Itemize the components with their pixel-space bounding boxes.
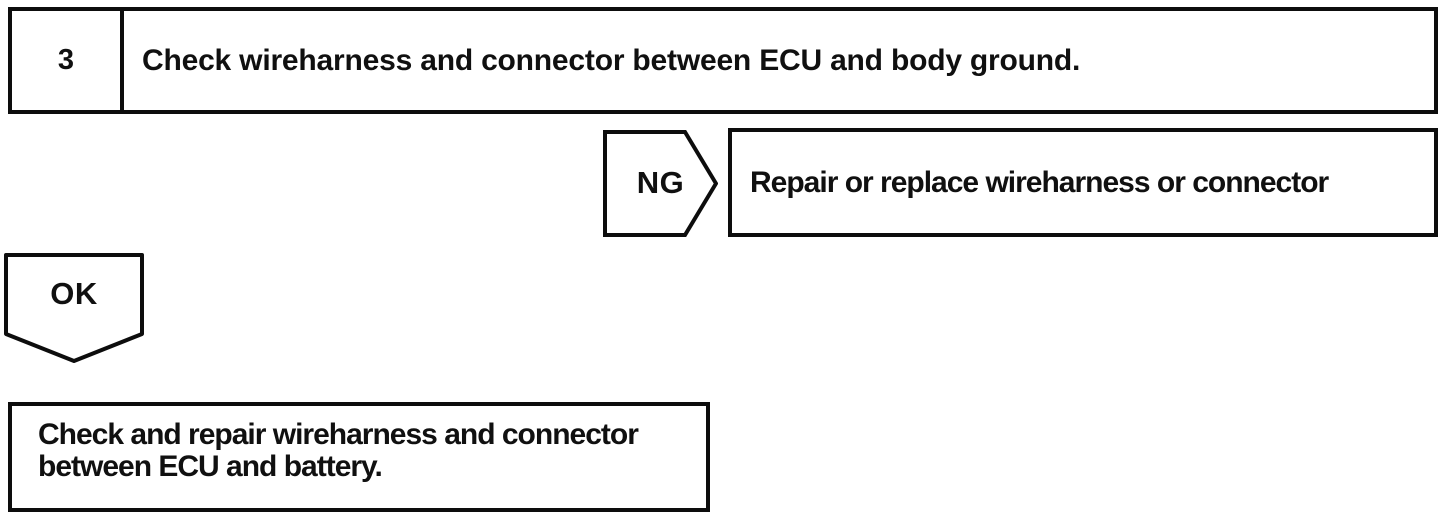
ng-action-text: Repair or replace wireharness or connect…: [750, 165, 1329, 199]
ng-label: NG: [636, 165, 685, 200]
ok-connector: OK: [4, 253, 144, 363]
ok-action-box: Check and repair wireharness and connect…: [8, 402, 710, 512]
ng-pentagon-icon: [603, 130, 718, 237]
ok-action-text-line1: Check and repair wireharness and connect…: [38, 418, 639, 451]
ok-pentagon-icon: [4, 253, 144, 363]
ok-action-text-line2: between ECU and battery.: [38, 450, 383, 483]
step-instruction: Check wireharness and connector between …: [142, 43, 1081, 77]
step-box: 3 Check wireharness and connector betwee…: [8, 7, 1438, 114]
ok-label: OK: [50, 276, 98, 311]
step-number: 3: [12, 11, 124, 110]
ng-action-box: Repair or replace wireharness or connect…: [728, 128, 1438, 237]
ng-connector: NG: [603, 130, 718, 237]
